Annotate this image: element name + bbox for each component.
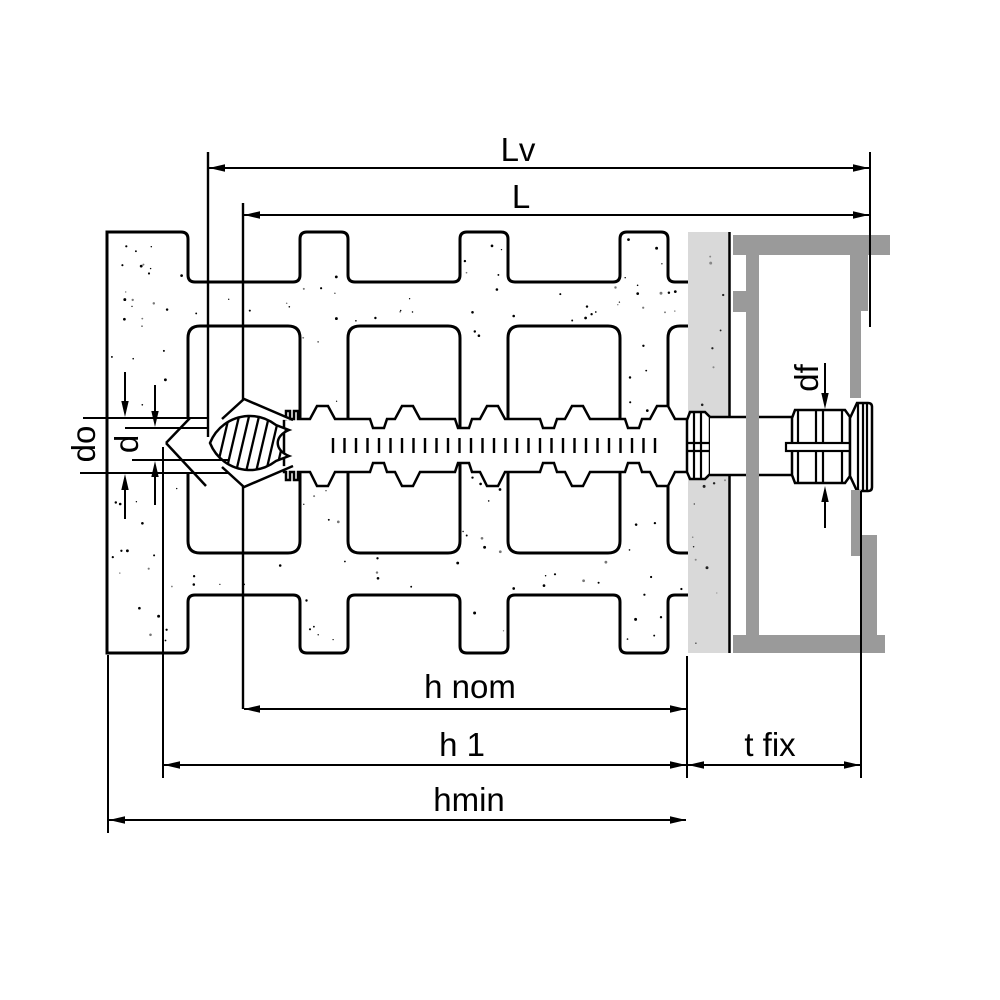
label-lv: Lv bbox=[501, 131, 536, 168]
thread-axis-ticks bbox=[331, 438, 657, 453]
dimension-tfix bbox=[688, 761, 860, 769]
frame-outer-wall-lower2 bbox=[851, 490, 861, 556]
extension-lines bbox=[107, 152, 871, 833]
frame-profile bbox=[733, 235, 890, 653]
dimensions bbox=[80, 152, 871, 833]
dimension-d bbox=[125, 385, 228, 505]
anchor-sleeve-inner bbox=[685, 410, 712, 481]
label-l: L bbox=[512, 178, 530, 215]
dimension-hmin bbox=[109, 816, 686, 824]
label-do: do bbox=[65, 426, 102, 463]
label-df: df bbox=[788, 363, 825, 391]
label-d: d bbox=[108, 435, 145, 453]
label-hmin: hmin bbox=[433, 781, 505, 818]
dimension-df bbox=[821, 363, 829, 528]
frame-outer-wall-upper bbox=[850, 255, 868, 311]
dimension-h1 bbox=[164, 761, 686, 769]
frame-bottom-flange bbox=[733, 635, 885, 653]
label-hnom: h nom bbox=[424, 668, 516, 705]
anchor-sleeve-outer bbox=[784, 408, 852, 485]
label-tfix: t fix bbox=[744, 726, 796, 763]
drill-hole-tip bbox=[165, 417, 207, 487]
frame-outer-wall-upper2 bbox=[850, 311, 861, 398]
dimension-hnom bbox=[244, 705, 686, 713]
dimension-labels: Lv L h nom h 1 t fix hmin do d df bbox=[65, 131, 825, 818]
frame-wall-stub bbox=[733, 291, 746, 312]
screw-tip bbox=[208, 397, 294, 489]
label-h1: h 1 bbox=[439, 726, 485, 763]
screw-head bbox=[848, 401, 874, 493]
frame-top-flange bbox=[733, 235, 890, 255]
dimension-l bbox=[244, 211, 869, 219]
dimension-lv bbox=[209, 164, 869, 172]
frame-inner-web bbox=[746, 255, 759, 635]
frame-outer-wall-lower bbox=[861, 535, 877, 635]
